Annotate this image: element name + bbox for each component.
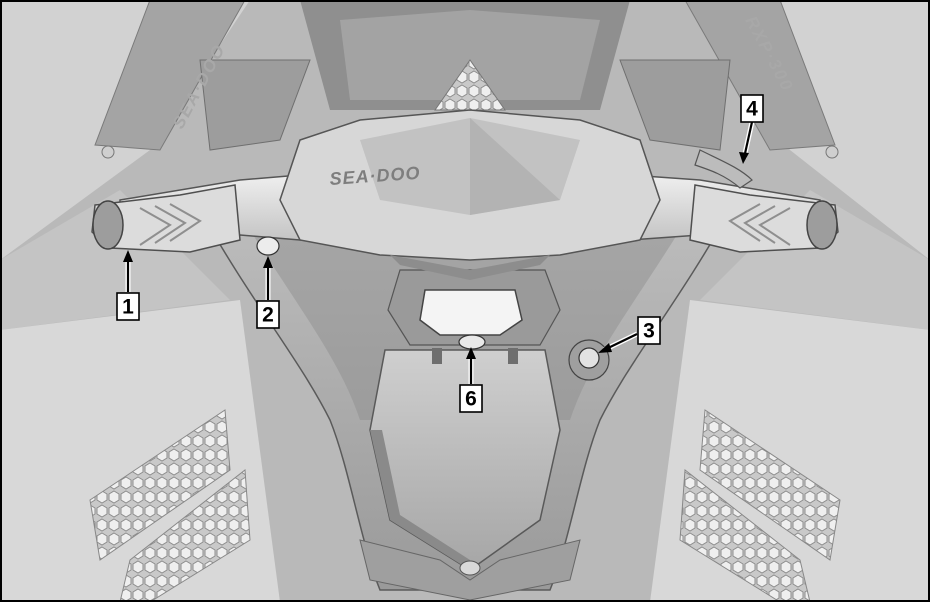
callout-1-label: 1: [122, 296, 134, 319]
center-opening: [388, 270, 560, 349]
callout-4-label: 4: [746, 98, 758, 121]
callout-2-label: 2: [262, 304, 274, 327]
center-button: [459, 335, 485, 349]
callout-3-label: 3: [643, 320, 655, 343]
callout-6-label: 6: [465, 388, 477, 411]
start-button: [569, 340, 609, 380]
left-switch: [257, 237, 279, 255]
